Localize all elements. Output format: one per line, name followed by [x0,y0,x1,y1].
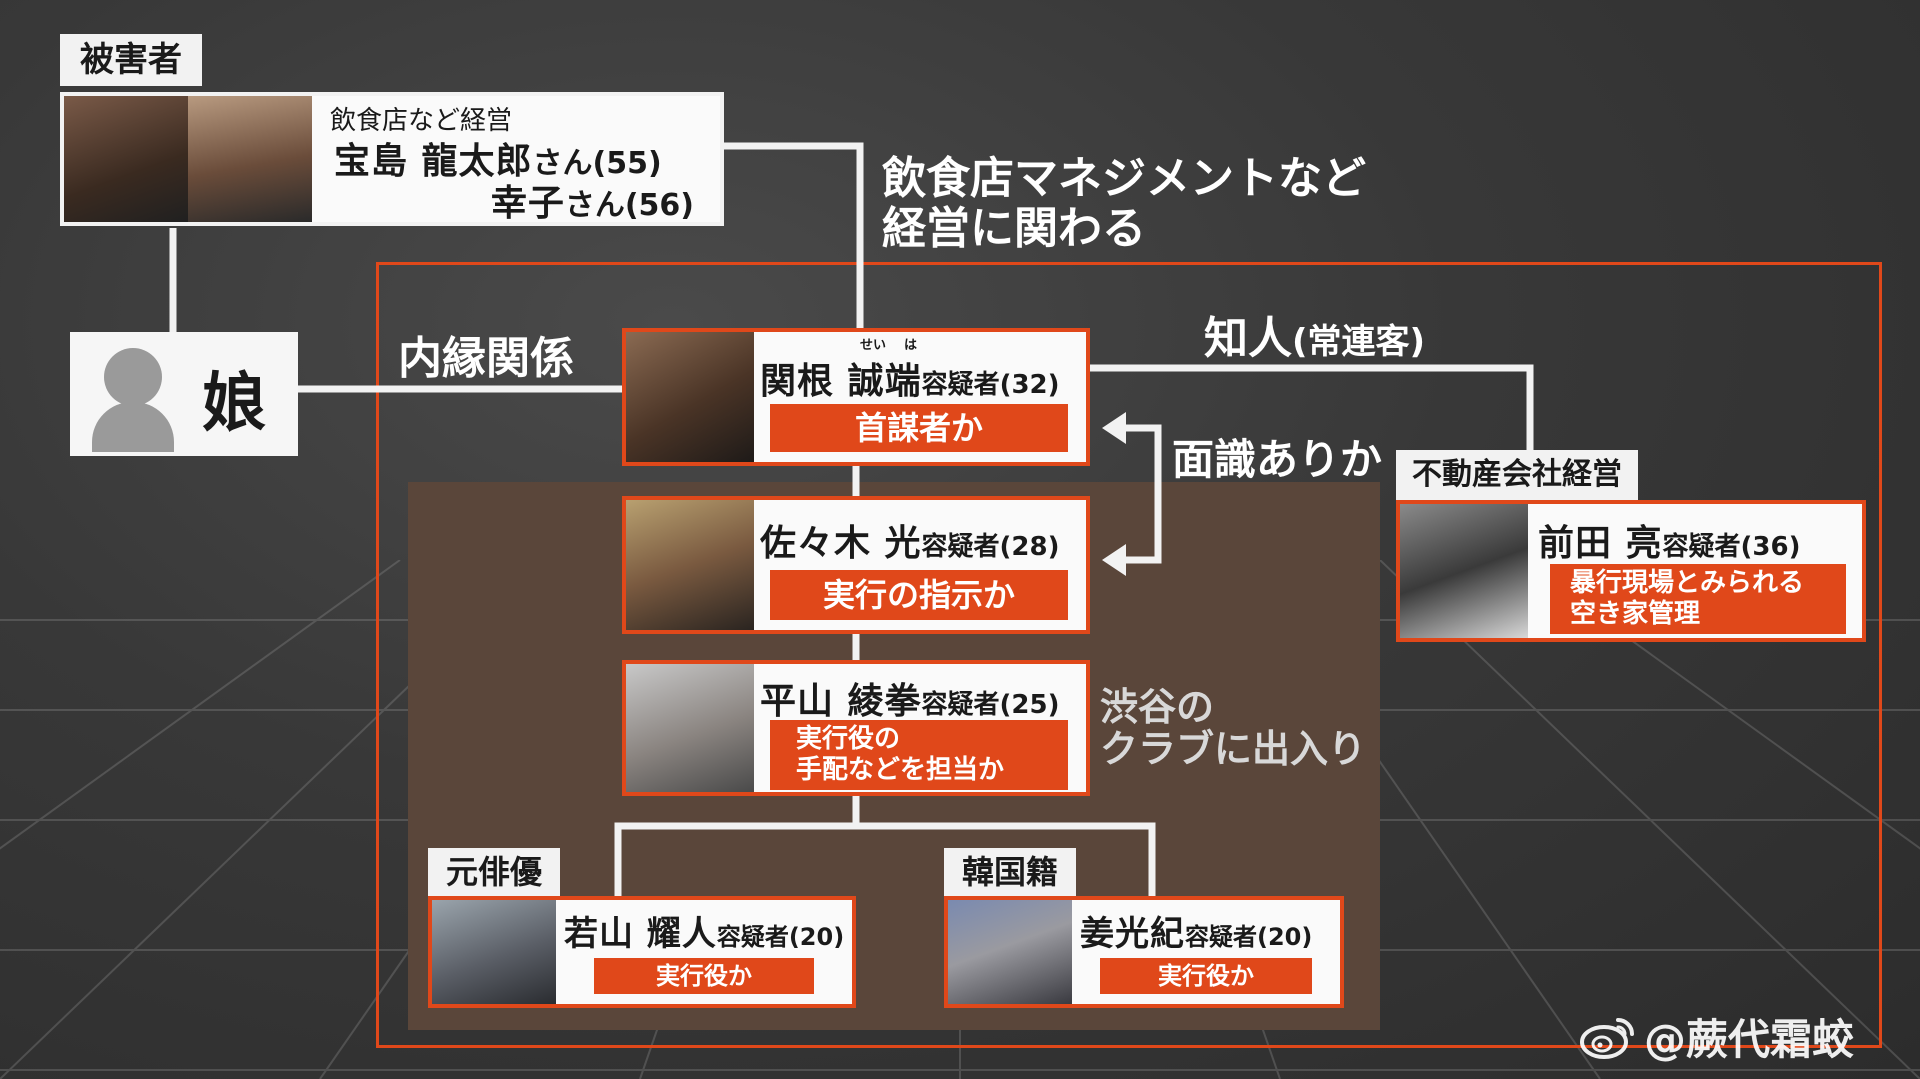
sekine-given: 誠端 [847,361,922,402]
watermark: @蕨代霜蛟 [1580,1006,1854,1067]
person-silhouette-icon [104,348,162,406]
role-badge-hirayama: 実行役の 手配などを担当か [770,720,1068,790]
daughter-label: 娘 [202,367,266,441]
suspect-photo-kyo [948,900,1072,1004]
suspect-card-sasaki: 佐々木 光容疑者(28) 実行の指示か [622,496,1090,634]
suspect-card-maeda: 前田 亮容疑者(36) 暴行現場とみられる 空き家管理 [1396,500,1866,642]
maeda-role-line1: 暴行現場とみられる [1570,567,1805,598]
suspect-photo-wakayama [432,900,556,1004]
role-badge-sekine: 首謀者か [770,404,1068,452]
wakayama-name: 若山 耀人 [564,914,717,954]
kyo-tag: 韓国籍 [944,848,1077,896]
acquainted-label: 面識ありか [1172,435,1383,484]
suspect-name-hirayama: 平山 綾拳容疑者(25) [760,672,1078,724]
shibuya-label-line2: クラブに出入り [1100,727,1367,771]
daughter-card: 娘 [70,332,298,456]
role-badge-maeda: 暴行現場とみられる 空き家管理 [1550,564,1846,634]
victim-husband-suffix: さん(55) [532,146,662,181]
group-frame [376,262,1882,1048]
suspect-card-sekine: せい は 関根 誠端容疑者(32) 首謀者か [622,328,1090,466]
victim-business: 飲食店など経営 [330,106,513,136]
hirayama-name: 平山 綾拳 [760,681,922,722]
sekine-suffix: 容疑者(32) [921,370,1060,400]
suspect-photo-sekine [626,332,754,462]
kyo-name: 姜光紀 [1080,914,1185,954]
suspect-photo-maeda [1400,504,1528,638]
victim-card: 飲食店など経営 宝島 龍太郎さん(55) 幸子さん(56) [60,92,724,226]
acquaintance-label: 知人(常連客) [1204,302,1425,366]
kyo-suffix: 容疑者(20) [1185,923,1313,951]
acquaintance-sub: (常連客) [1292,322,1426,362]
maeda-tag: 不動産会社経営 [1396,450,1638,500]
victim-tag: 被害者 [60,34,202,86]
wakayama-tag: 元俳優 [428,848,561,896]
management-label-line1: 飲食店マネジメントなど [882,153,1366,204]
victim-husband: 宝島 龍太郎さん(55) [334,132,712,184]
person-silhouette-body [92,402,174,452]
suspect-card-wakayama: 若山 耀人容疑者(20) 実行役か [428,896,856,1008]
suspect-card-kyo: 姜光紀容疑者(20) 実行役か [944,896,1344,1008]
relation-inlaw-label: 内縁関係 [398,333,574,384]
watermark-text: @蕨代霜蛟 [1644,1015,1855,1064]
victim-husband-photo [64,96,188,222]
role-badge-wakayama: 実行役か [594,958,814,994]
name-gap [834,361,848,402]
sasaki-name: 佐々木 光 [760,523,922,564]
suspect-card-hirayama: 平山 綾拳容疑者(25) 実行役の 手配などを担当か [622,660,1090,796]
ruby-ha: は [904,338,918,353]
suspect-name-sekine: 関根 誠端容疑者(32) [760,352,1078,404]
ruby-sei: せい [860,338,887,353]
sasaki-suffix: 容疑者(28) [921,532,1060,562]
victim-wife-photo [188,96,312,222]
hirayama-suffix: 容疑者(25) [921,690,1060,720]
maeda-suffix: 容疑者(36) [1662,532,1801,562]
victim-wife: 幸子さん(56) [490,174,694,224]
maeda-role-line2: 空き家管理 [1570,599,1701,629]
weibo-icon [1580,1017,1634,1059]
suspect-photo-sasaki [626,500,754,630]
acquaintance-main: 知人 [1204,313,1292,364]
suspect-name-maeda: 前田 亮容疑者(36) [1538,514,1854,566]
victim-wife-name: 幸子 [490,183,565,224]
role-badge-kyo: 実行役か [1100,958,1312,994]
suspect-name-sasaki: 佐々木 光容疑者(28) [760,514,1078,566]
victim-husband-name: 宝島 龍太郎 [334,141,533,182]
management-label-line2: 経営に関わる [882,203,1146,254]
hirayama-role-line1: 実行役の [796,723,901,754]
suspect-name-wakayama: 若山 耀人容疑者(20) [564,906,844,955]
suspect-photo-hirayama [626,664,754,792]
maeda-name: 前田 亮 [1538,523,1663,564]
hirayama-role-line2: 手配などを担当か [796,755,1005,785]
suspect-name-kyo: 姜光紀容疑者(20) [1080,906,1332,955]
wakayama-suffix: 容疑者(20) [716,923,845,951]
role-badge-sasaki: 実行の指示か [770,570,1068,620]
victim-wife-suffix: さん(56) [564,188,694,223]
sekine-surname: 関根 [760,361,835,402]
shibuya-label-line1: 渋谷の [1100,685,1215,729]
